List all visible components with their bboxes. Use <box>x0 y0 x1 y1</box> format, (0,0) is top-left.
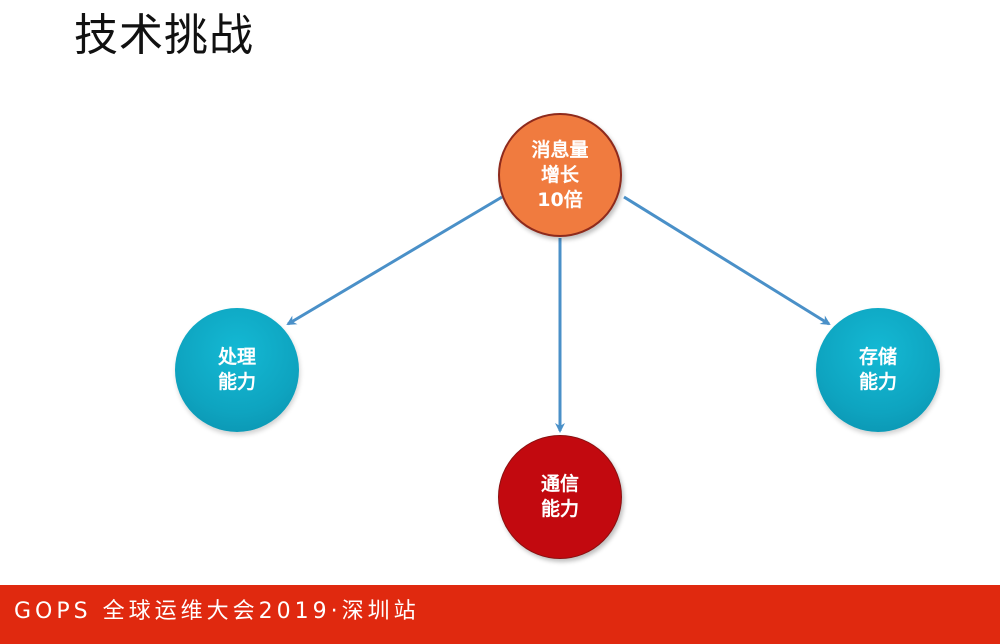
node-line: 10倍 <box>537 188 583 211</box>
node-line: 能力 <box>540 498 579 520</box>
node-processing-capability: 处理 能力 <box>175 308 299 432</box>
node-message-growth: 消息量 增长 10倍 <box>498 113 622 237</box>
node-communication-capability: 通信 能力 <box>498 435 622 559</box>
footer-conference-label: GOPS 全球运维大会2019·深圳站 <box>14 599 420 624</box>
slide-title: 技术挑战 <box>74 10 254 61</box>
footer-bar: GOPS 全球运维大会2019·深圳站 <box>0 585 1000 644</box>
node-line: 存储 <box>858 346 897 368</box>
node-line: 能力 <box>217 371 256 393</box>
node-line: 通信 <box>540 473 579 495</box>
node-line: 能力 <box>858 371 897 393</box>
arrow-to-processing <box>286 195 503 326</box>
node-line: 处理 <box>217 346 256 368</box>
arrow-to-storage <box>623 195 831 326</box>
node-storage-capability: 存储 能力 <box>816 308 940 432</box>
node-line: 消息量 <box>531 138 589 161</box>
node-line: 增长 <box>540 163 579 186</box>
